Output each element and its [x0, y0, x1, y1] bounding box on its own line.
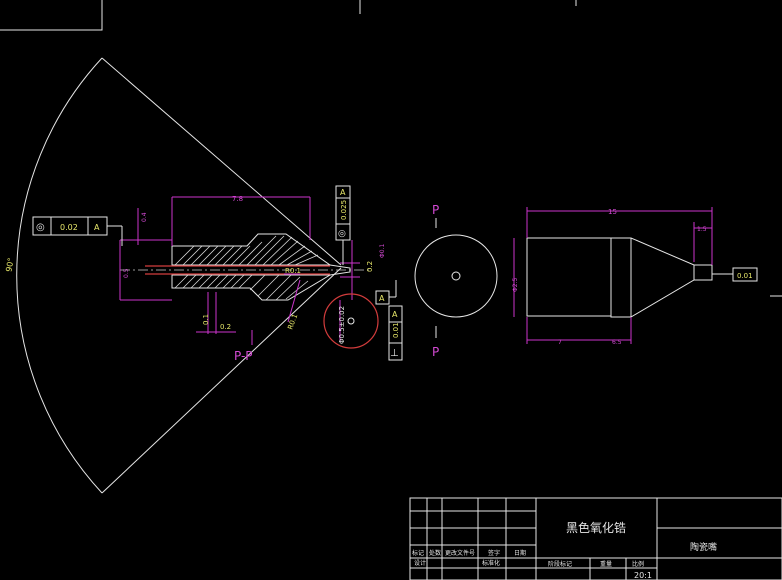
section-label-group: P-P: [234, 330, 253, 363]
dim-dia-top: 0.4: [141, 212, 148, 222]
title-block: 黑色氧化锆 陶瓷嘴 20:1 标记 处数 更改文件号 签字 日期 设计 标准化 …: [409, 497, 782, 580]
title-header-5: 日期: [514, 549, 526, 557]
tol-left-datum: A: [94, 223, 100, 232]
dim-dia-left: 0.5: [123, 268, 130, 278]
circle-dia-label: Φ0.5±0.02: [338, 306, 346, 344]
tol-perp-datum: A: [392, 310, 398, 319]
angle-arc-sector: 90°: [4, 57, 342, 494]
section-view-part: [120, 233, 370, 301]
title-header-2: 处数: [429, 549, 441, 557]
tolerance-frame-vertical: A 0.025 ◎: [335, 185, 351, 265]
title-header-1: 标记: [412, 549, 424, 557]
title-header-3: 更改文件号: [445, 549, 475, 557]
dim-tip-dia: Φ0.1: [379, 244, 386, 258]
hatch-pattern: [174, 235, 319, 301]
dim-right-dia: Φ2.5: [512, 278, 519, 292]
dim-right-tip-len: 1.5: [697, 226, 707, 233]
cut-letter-top: P: [432, 203, 439, 217]
tol-vertical-value: 0.025: [340, 200, 348, 220]
dim-d1: 0.1: [202, 314, 210, 325]
tol-perp-value: 0.01: [392, 322, 400, 338]
side-view: 15 Φ2.5 7 6.5 1.5 0.01: [512, 207, 758, 346]
tolerance-frame-left: ◎ 0.02 A: [32, 216, 123, 246]
tol-vertical-datum: A: [340, 188, 346, 197]
title-right-header-1: 阶段标记: [548, 560, 572, 568]
dim-right-len: 15: [608, 208, 617, 216]
section-label: P-P: [234, 349, 253, 363]
detail-circle: Φ0.5±0.02: [323, 293, 379, 349]
dim-right-cone-len: 6.5: [612, 339, 622, 346]
title-scale: 20:1: [634, 571, 652, 580]
dim-length-top: 7.8: [232, 195, 243, 203]
section-dimensions: 7.8 0.4 0.5 0.1 0.2 R0.1 R0.1 Φ0.1 0.2: [119, 195, 386, 334]
datum-a-marker: A: [375, 280, 397, 305]
radius-2: R0.1: [286, 313, 299, 331]
dim-d2: 0.2: [220, 323, 231, 331]
datum-a-label: A: [379, 294, 385, 303]
title-right-header-3: 比例: [632, 560, 644, 568]
title-row2-1: 设计: [414, 559, 426, 567]
title-header-4: 签字: [488, 549, 500, 557]
tol-vertical-symbol: ◎: [338, 229, 346, 239]
tolerance-frame-perp: A 0.01 ⊥: [388, 305, 403, 361]
title-material: 黑色氧化锆: [566, 521, 626, 535]
end-view: P P: [414, 203, 498, 359]
title-right-header-2: 重量: [600, 560, 612, 568]
dim-right-left-len: 7: [558, 339, 562, 346]
title-part-name: 陶瓷嘴: [690, 541, 717, 553]
tol-perp-symbol: ⊥: [390, 348, 399, 359]
dim-tip-small: 0.2: [366, 261, 374, 272]
radius-1: R0.1: [285, 267, 301, 275]
cut-letter-bottom: P: [432, 345, 439, 359]
frame-corner-marks: [0, 0, 782, 297]
angle-label: 90°: [4, 257, 15, 273]
tol-left-symbol: ◎: [36, 222, 45, 233]
tol-left-value: 0.02: [60, 223, 78, 232]
title-row2-3: 标准化: [482, 559, 500, 567]
tol-right-value: 0.01: [737, 272, 753, 280]
